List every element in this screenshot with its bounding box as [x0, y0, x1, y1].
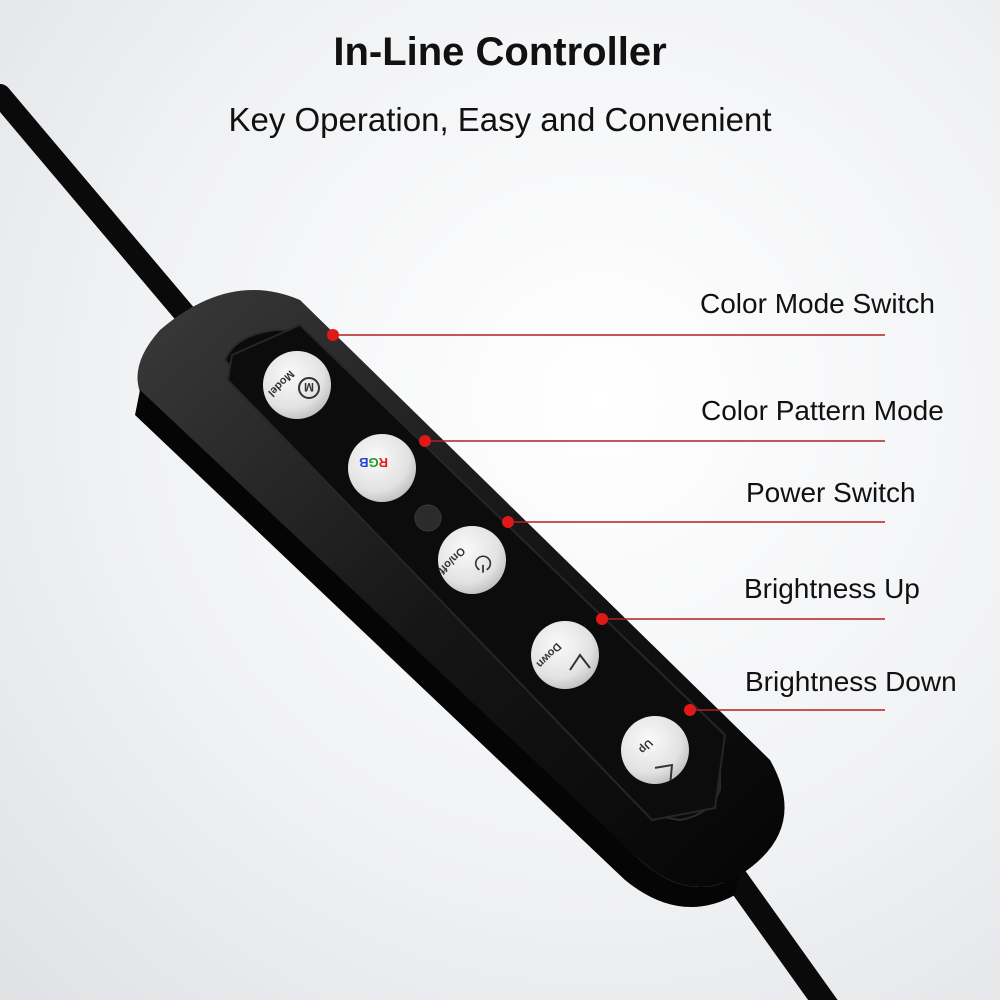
down-button[interactable]: Down	[531, 621, 599, 689]
label-brightness-down: Brightness Down	[745, 666, 957, 697]
svg-text:M: M	[304, 380, 314, 394]
label-color-mode-switch: Color Mode Switch	[700, 288, 935, 319]
model-button[interactable]: M Model	[263, 351, 331, 419]
marker-color-pattern	[419, 435, 431, 447]
rgb-button[interactable]: RGB	[348, 434, 416, 502]
up-button[interactable]: Up	[621, 716, 689, 784]
page-title: In-Line Controller	[333, 30, 667, 74]
marker-brightness-up	[596, 613, 608, 625]
power-button[interactable]: ⏻ On/off	[436, 526, 506, 594]
callout-lines	[333, 334, 885, 711]
callout-markers	[327, 329, 696, 716]
indicator-led	[414, 504, 442, 532]
marker-power	[502, 516, 514, 528]
page-subtitle: Key Operation, Easy and Convenient	[228, 101, 772, 138]
marker-color-mode	[327, 329, 339, 341]
cable-top	[0, 84, 201, 331]
marker-brightness-down	[684, 704, 696, 716]
svg-text:RGB: RGB	[359, 455, 388, 470]
label-color-pattern-mode: Color Pattern Mode	[701, 395, 944, 426]
cable-bottom	[718, 858, 838, 1000]
label-brightness-up: Brightness Up	[744, 573, 920, 604]
label-power-switch: Power Switch	[746, 477, 916, 508]
svg-text:⏻: ⏻	[474, 550, 491, 575]
